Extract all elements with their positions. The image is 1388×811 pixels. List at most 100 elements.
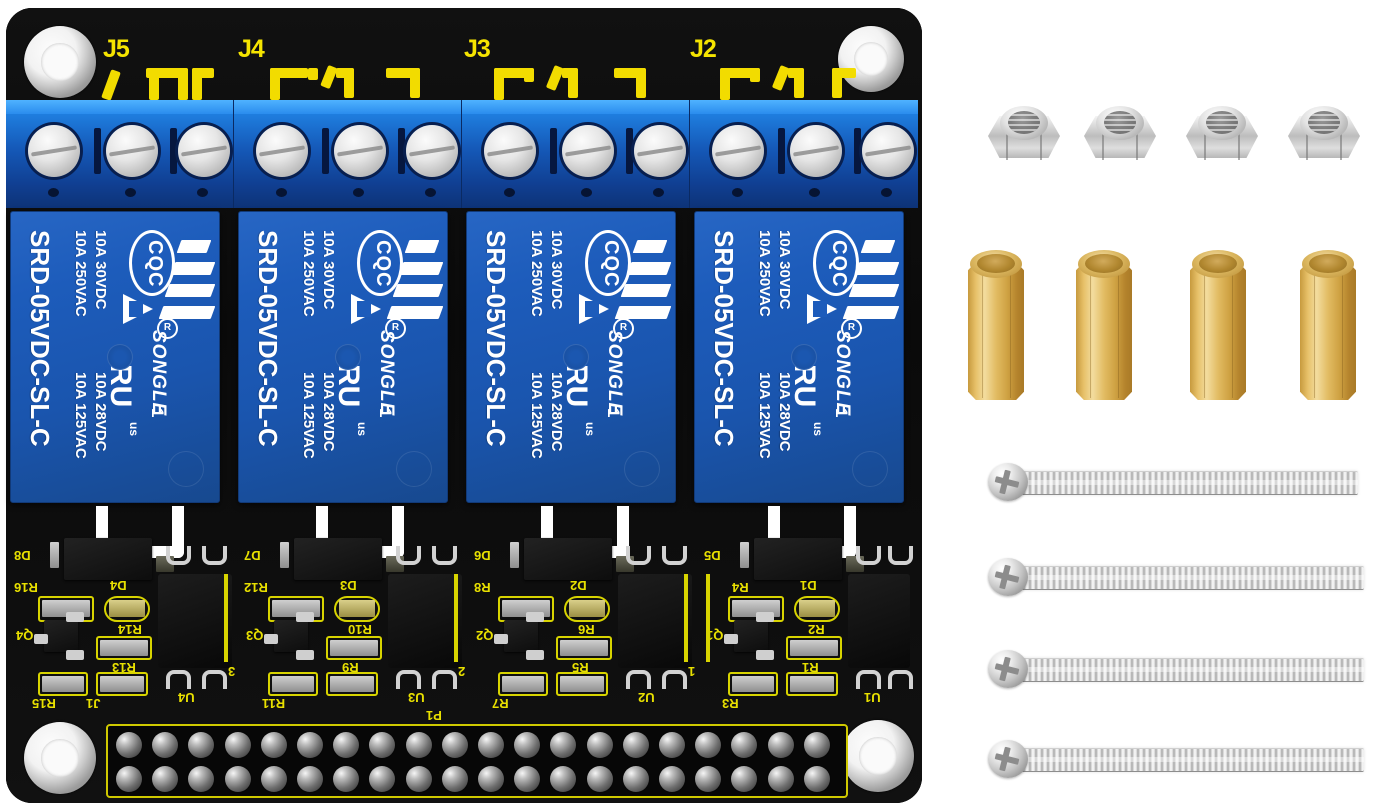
gpio-pin[interactable] (514, 732, 541, 758)
terminal-pin (353, 188, 364, 197)
gpio-pin[interactable] (695, 732, 722, 758)
relay-rating-a: 10A 250VAC (756, 230, 773, 317)
gpio-pin[interactable] (550, 766, 577, 792)
terminal-screw[interactable] (256, 125, 308, 177)
connector-label-j3: J3 (464, 35, 491, 63)
gpio-pin[interactable] (478, 732, 504, 758)
gpio-pin[interactable] (405, 732, 432, 758)
gpio-pin[interactable] (767, 766, 794, 792)
relay-1: SRD-05VDC-SL-C 10A 250VAC 10A 30VDC 10A … (10, 211, 220, 503)
gpio-pin[interactable] (586, 732, 613, 758)
terminal-screw[interactable] (106, 125, 158, 177)
led-pad-d2 (564, 596, 610, 622)
led-d2 (569, 600, 605, 617)
terminal-pin (48, 188, 59, 197)
gpio-pin[interactable] (803, 732, 830, 758)
gpio-pin[interactable] (586, 766, 613, 792)
screw-shaft (1018, 471, 1358, 495)
gpio-pin[interactable] (478, 766, 504, 792)
mounting-hole-top-left (24, 26, 96, 98)
gpio-pin[interactable] (731, 732, 758, 758)
mounting-hole-bottom-left (24, 722, 96, 794)
gpio-pin[interactable] (260, 766, 287, 792)
gpio-pin[interactable] (333, 766, 360, 792)
driver-ic-u3 (388, 574, 462, 668)
terminal-screw[interactable] (28, 125, 80, 177)
gpio-pin[interactable] (297, 732, 323, 758)
ul-number: 1 (376, 408, 395, 418)
component-label-q4: Q4 (16, 628, 34, 643)
gpio-pin[interactable] (260, 732, 287, 758)
gpio-pin[interactable] (369, 732, 396, 758)
component-label-d3: D3 (340, 578, 357, 593)
terminal-block-j2[interactable] (690, 100, 918, 208)
gpio-pin[interactable] (333, 732, 360, 758)
gpio-pin[interactable] (188, 732, 215, 758)
gpio-header[interactable] (106, 724, 848, 798)
gpio-pin[interactable] (152, 766, 179, 792)
gpio-pin[interactable] (116, 766, 142, 792)
terminal-screw[interactable] (562, 125, 614, 177)
gpio-pin[interactable] (695, 766, 722, 792)
terminal-screw[interactable] (862, 125, 914, 177)
gpio-pin[interactable] (441, 732, 468, 758)
resistor-r15 (42, 676, 84, 692)
gpio-pin[interactable] (803, 766, 830, 792)
terminal-pin (581, 188, 592, 197)
gpio-pin[interactable] (659, 732, 685, 758)
terminal-block-j4[interactable] (234, 100, 462, 208)
component-label-d2: D2 (570, 578, 587, 593)
cqc-label: CQC (372, 240, 394, 288)
standoff-edge (1118, 274, 1119, 398)
gpio-pin[interactable] (514, 766, 541, 792)
warning-triangle-icon (807, 294, 837, 324)
gpio-pin[interactable] (224, 732, 251, 758)
gpio-pin[interactable] (550, 732, 577, 758)
machine-screw-4 (988, 740, 1366, 778)
gpio-pin[interactable] (441, 766, 468, 792)
optocoupler-ic (64, 538, 152, 580)
gpio-pin[interactable] (152, 732, 179, 758)
terminal-screw[interactable] (712, 125, 764, 177)
standoff-edge (1204, 274, 1205, 398)
relay-rating-b: 10A 30VDC (320, 230, 337, 310)
relay-rating-a: 10A 250VAC (528, 230, 545, 317)
gpio-pin[interactable] (188, 766, 215, 792)
top-silkscreen: J5 J4 J3 J2 (6, 8, 922, 101)
gpio-pin[interactable] (369, 766, 396, 792)
brass-standoff-1 (968, 248, 1024, 400)
gpio-pin[interactable] (224, 766, 251, 792)
transistor-q4 (44, 620, 78, 652)
registered-mark-icon: R (157, 318, 178, 339)
brass-standoff-3 (1190, 248, 1246, 400)
component-label-r8: R8 (474, 580, 491, 595)
resistor-r7 (502, 676, 544, 692)
gpio-pin[interactable] (297, 766, 323, 792)
relay-brand: SONGLE (376, 330, 397, 417)
led-pad-d3 (334, 596, 380, 622)
terminal-screw[interactable] (334, 125, 386, 177)
gpio-pin[interactable] (116, 732, 142, 758)
gpio-pin[interactable] (622, 732, 649, 758)
terminal-screw[interactable] (790, 125, 842, 177)
transistor-pad (66, 612, 84, 622)
terminal-screw[interactable] (406, 125, 458, 177)
component-label-j1: J1 (86, 696, 101, 711)
gpio-pin[interactable] (659, 766, 685, 792)
gpio-pin[interactable] (405, 766, 432, 792)
gpio-pin[interactable] (731, 766, 758, 792)
net-label-3: 3 (228, 664, 236, 679)
gpio-pin[interactable] (767, 732, 794, 758)
relay-dimple-2 (853, 452, 887, 486)
ic-pad (856, 546, 881, 565)
relay-dimple-2 (397, 452, 431, 486)
terminal-block-j3[interactable] (462, 100, 690, 208)
terminal-screw[interactable] (484, 125, 536, 177)
transistor-pad (66, 650, 84, 660)
terminal-block-j5[interactable] (6, 100, 234, 208)
terminal-screw[interactable] (178, 125, 230, 177)
ic-pad (166, 546, 191, 565)
gpio-pin[interactable] (622, 766, 649, 792)
component-label-q3: Q3 (246, 628, 264, 643)
terminal-screw[interactable] (634, 125, 686, 177)
